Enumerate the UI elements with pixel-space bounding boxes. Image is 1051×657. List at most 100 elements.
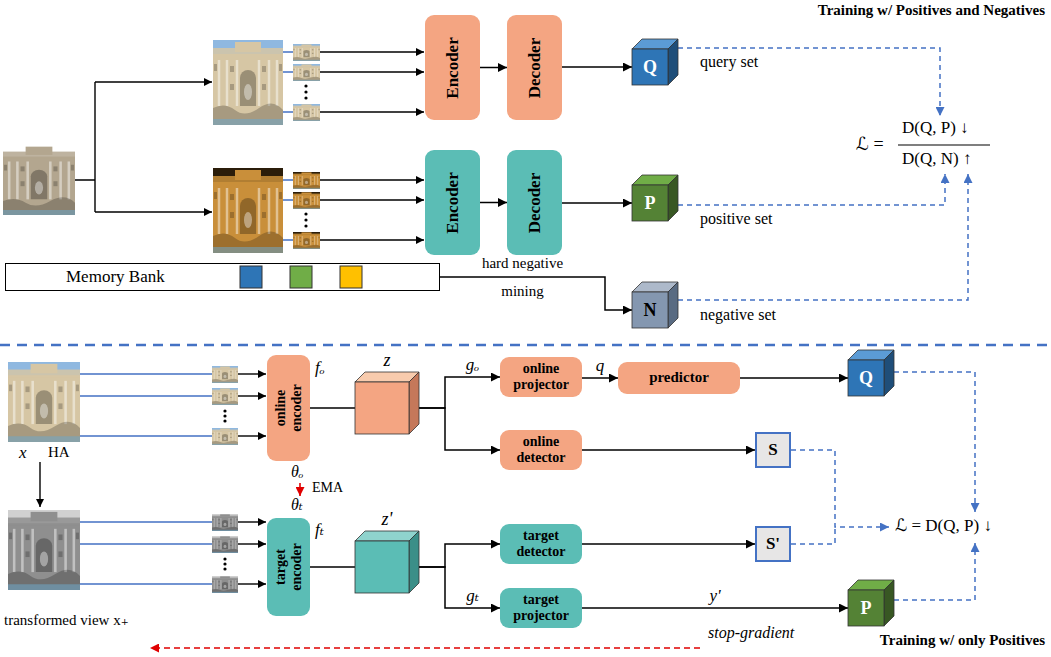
flow-arrow xyxy=(480,202,507,204)
symbol-label: fₒ xyxy=(315,358,325,378)
photo-illustration xyxy=(212,576,238,593)
symbol-label: x xyxy=(19,443,27,463)
flow-arrow xyxy=(562,202,632,204)
input-arrow xyxy=(238,521,266,522)
patch-line xyxy=(80,374,212,436)
cube-face xyxy=(409,531,419,593)
photo-illustration xyxy=(212,536,238,553)
ellipsis-dots xyxy=(304,84,307,87)
photo-illustration xyxy=(213,170,283,253)
photo-illustration xyxy=(212,576,238,593)
set-label: negative set xyxy=(700,306,776,324)
set-label: positive set xyxy=(700,210,772,228)
node-text: Encoder xyxy=(443,172,463,233)
cube-face xyxy=(632,292,668,328)
input-arrow xyxy=(320,71,424,72)
feature-map: z xyxy=(355,372,419,434)
node-text: Memory Bank xyxy=(66,267,165,287)
encoder-block: Encoder xyxy=(425,15,480,120)
photo-illustration xyxy=(212,428,238,445)
patch-line xyxy=(283,180,293,240)
loss-formula: D(Q, N) ↑ xyxy=(902,149,971,169)
patch-line xyxy=(80,522,212,584)
node-text: Q xyxy=(848,360,884,396)
symbol-label: θₒ xyxy=(291,463,303,481)
image-caption: transformed view x₊ xyxy=(4,612,129,629)
photo-illustration xyxy=(293,64,320,81)
decoder-block: Decoder xyxy=(507,15,562,120)
cube-face xyxy=(884,350,894,396)
projector-box: target projector xyxy=(500,588,582,628)
flow-arrow xyxy=(582,607,848,609)
loss-leader xyxy=(678,174,945,205)
photo-illustration xyxy=(213,40,283,125)
node-text: target encoder xyxy=(272,536,304,598)
photo-illustration xyxy=(8,362,80,442)
input-arrow xyxy=(238,373,266,374)
node-text: target projector xyxy=(504,592,578,624)
cube-face xyxy=(355,382,409,434)
node-text: S' xyxy=(766,534,780,554)
loss-leader xyxy=(791,450,889,527)
ellipsis-dots xyxy=(223,409,226,412)
loss-leader xyxy=(791,527,835,544)
input-arrow xyxy=(238,543,266,544)
input-arrow xyxy=(320,199,424,200)
cube-face xyxy=(668,282,678,328)
encoder-block: Encoder xyxy=(425,150,480,255)
edge-label: gₒ xyxy=(466,356,479,375)
loss-formula: D(Q, P) ↓ xyxy=(902,118,969,138)
node-text: z xyxy=(355,350,419,372)
edge-label: y' xyxy=(709,587,720,606)
cube-face xyxy=(355,372,419,382)
query-cube: Q xyxy=(848,350,894,396)
score-box: S' xyxy=(755,526,791,562)
flow-arrow xyxy=(740,377,848,379)
node-text: S xyxy=(768,440,777,460)
input-arrow xyxy=(40,52,424,584)
ellipsis-dots xyxy=(304,212,307,215)
input-arrow xyxy=(238,395,266,396)
photo-illustration xyxy=(293,44,320,61)
photo-illustration xyxy=(293,104,320,121)
node-text: Decoder xyxy=(525,172,545,232)
input-arrow xyxy=(39,462,40,507)
photo-illustration xyxy=(212,428,238,445)
input-arrow xyxy=(320,239,424,240)
photo-illustration xyxy=(8,364,80,442)
node-text: N xyxy=(632,292,668,328)
photo-illustration xyxy=(293,192,320,209)
feature-map: z' xyxy=(355,531,419,593)
flow-arrow xyxy=(562,66,632,68)
symbol-label: EMA xyxy=(312,480,343,496)
ellipsis-dots xyxy=(223,562,226,565)
section-title: Training w/ only Positives xyxy=(880,632,1045,649)
memory-slot xyxy=(290,266,312,288)
cube-face xyxy=(848,590,884,626)
section-divider xyxy=(0,344,1051,347)
edge-label: gₜ xyxy=(466,587,479,606)
memory-bank: Memory Bank xyxy=(5,263,440,291)
photo-illustration xyxy=(213,42,283,125)
memory-slot xyxy=(240,266,262,288)
section-title: Training w/ Positives and Negatives xyxy=(818,2,1045,19)
flow-arrow xyxy=(582,377,618,379)
input-arrow xyxy=(95,81,212,82)
decoder-block: Decoder xyxy=(507,150,562,255)
input-arrow xyxy=(320,111,424,112)
photo-illustration xyxy=(3,40,320,593)
edge-label: hard negative mining xyxy=(468,249,578,305)
ellipsis-dots xyxy=(223,419,226,422)
target-encoder: target encoder xyxy=(267,518,310,616)
positive-cube: P xyxy=(848,580,894,626)
photo-illustration xyxy=(212,536,238,553)
flow-arrow xyxy=(419,544,500,567)
flow-arrow xyxy=(310,407,355,409)
photo-illustration xyxy=(212,514,238,531)
photo-illustration xyxy=(293,232,320,249)
cube-shape xyxy=(355,531,419,593)
query-cube: Q xyxy=(632,39,678,85)
photo-illustration xyxy=(212,388,238,405)
stop-gradient-arrow xyxy=(150,647,700,649)
